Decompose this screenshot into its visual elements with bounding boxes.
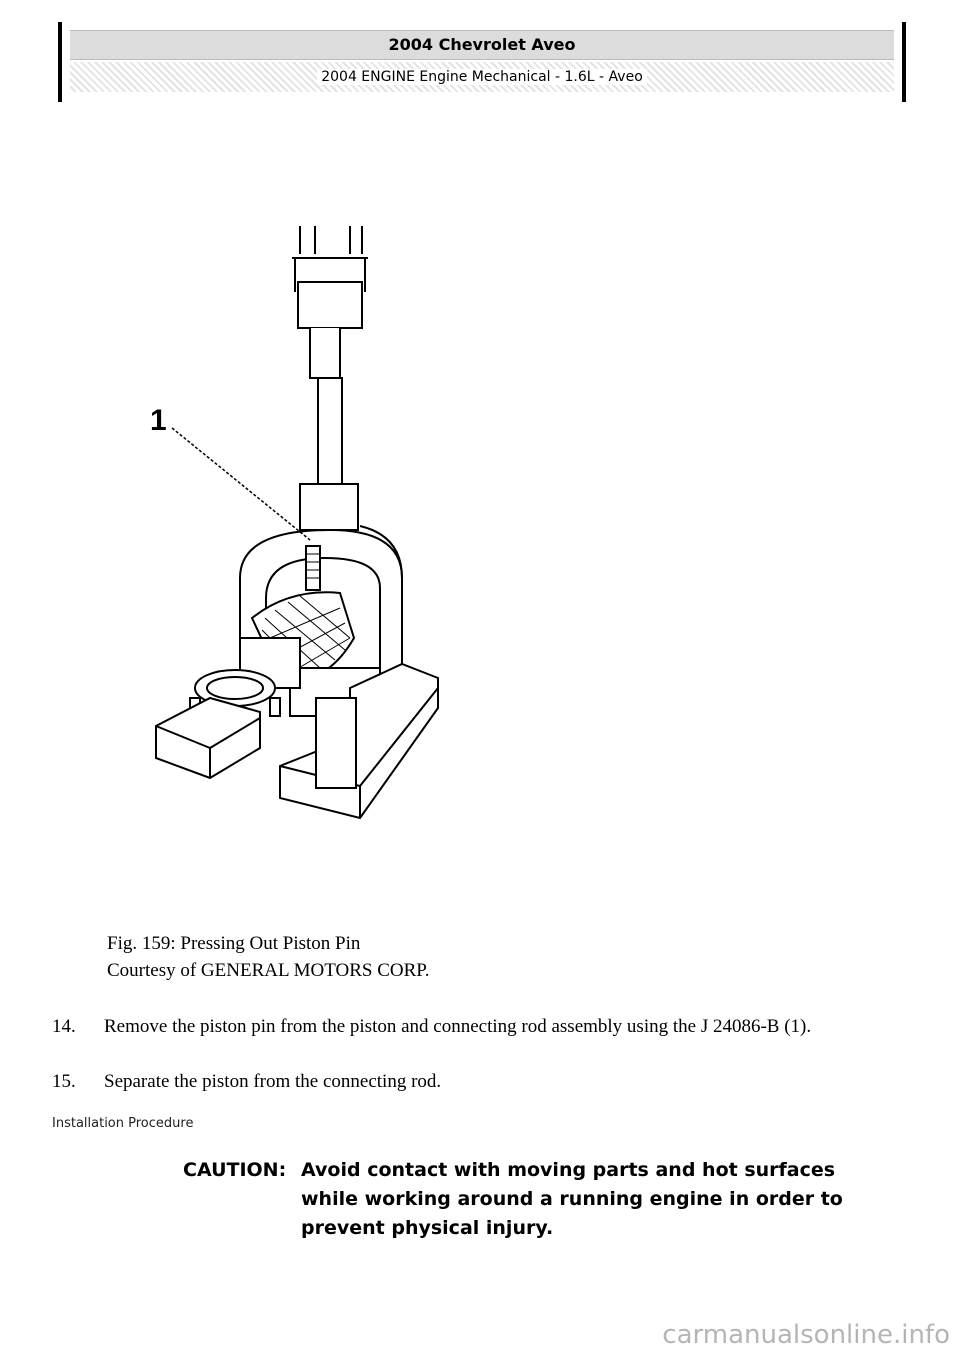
section-heading: Installation Procedure [52, 1116, 194, 1131]
step-text: Separate the piston from the connecting … [104, 1071, 442, 1092]
step-number: 15. [52, 1071, 76, 1092]
callout-label: 1 [150, 404, 167, 437]
header-title: 2004 Chevrolet Aveo [70, 30, 894, 60]
header-subtitle-bar: 2004 ENGINE Engine Mechanical - 1.6L - A… [70, 62, 894, 92]
caution-text: Avoid contact with moving parts and hot … [301, 1159, 843, 1239]
caption-credit: Courtesy of GENERAL MOTORS CORP. [107, 960, 430, 981]
page-header: 2004 Chevrolet Aveo 2004 ENGINE Engine M… [58, 22, 906, 102]
caution-label: CAUTION: [183, 1159, 287, 1181]
figure-caption: Fig. 159: Pressing Out Piston Pin Courte… [107, 930, 430, 984]
piston-pin-press-illustration: 1 [150, 226, 439, 820]
watermark: carmanualsonline.info [662, 1320, 950, 1350]
header-subtitle: 2004 ENGINE Engine Mechanical - 1.6L - A… [317, 69, 647, 85]
caption-title: Fig. 159: Pressing Out Piston Pin [107, 933, 361, 954]
step-text: Remove the piston pin from the piston an… [104, 1016, 812, 1037]
step-number: 14. [52, 1016, 76, 1037]
